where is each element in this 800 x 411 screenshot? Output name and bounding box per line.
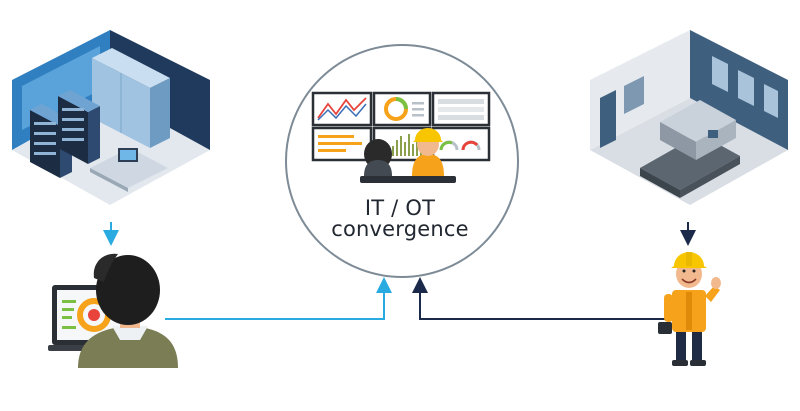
factory-room-icon <box>590 30 788 205</box>
caption-it-ot: IT / OT <box>364 196 436 220</box>
it-link-arrow <box>165 277 392 320</box>
control-room-icon <box>285 44 519 278</box>
server-room-icon <box>12 30 210 205</box>
ot-worker-icon <box>658 252 721 366</box>
it-worker-icon <box>48 253 178 368</box>
ot-link-arrow <box>412 277 665 320</box>
caption-convergence: convergence <box>331 217 469 241</box>
